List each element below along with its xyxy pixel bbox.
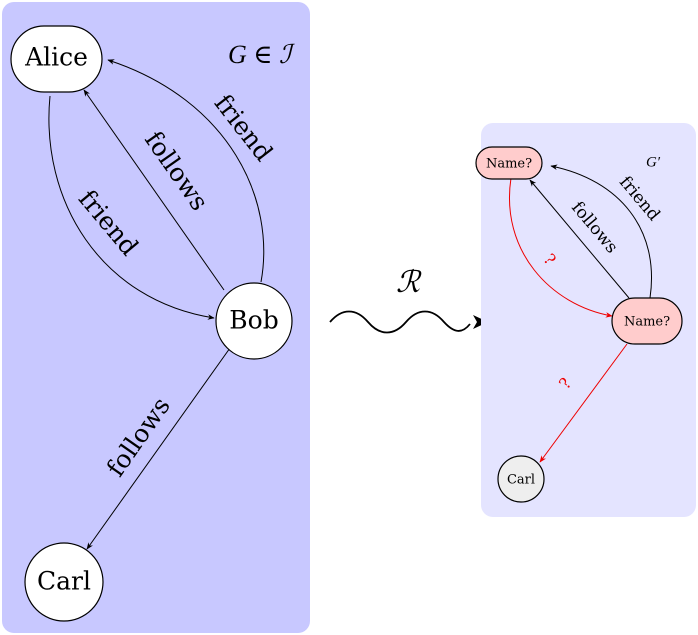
node-carl-small: Carl [497, 455, 545, 503]
transform-arrow [329, 310, 471, 334]
node-alice: Alice [10, 25, 103, 93]
node-carl-small-label: Carl [507, 473, 535, 488]
node-bob-label: Bob [229, 306, 278, 335]
node-carl: Carl [24, 542, 104, 622]
node-carl-label: Carl [37, 567, 91, 596]
edge-right-friend [550, 164, 652, 299]
left-graph-label-symbol: ℐ [279, 40, 295, 69]
node-name-unknown-right: Name? [611, 297, 683, 345]
edge-bob-alice-follows [83, 89, 225, 291]
left-graph-panel [2, 2, 310, 633]
edge-right-unknown-2 [539, 343, 628, 463]
edge-right-unknown-1 [509, 177, 613, 318]
edge-bob-alice-friend [107, 59, 265, 283]
node-bob: Bob [215, 282, 293, 360]
transform-arrow-head [473, 315, 488, 329]
left-graph-label: G ∈ ℐ [228, 40, 295, 69]
node-alice-label: Alice [24, 43, 88, 72]
node-name-unknown-right-label: Name? [624, 315, 670, 330]
node-name-unknown-top: Name? [475, 146, 543, 180]
left-graph-label-text: G ∈ [228, 40, 279, 69]
edge-right-follows [529, 179, 630, 299]
transform-label: ℛ [396, 266, 422, 299]
node-name-unknown-top-label: Name? [486, 157, 532, 172]
edge-bob-carl-follows [86, 347, 231, 550]
edge-alice-bob-friend [48, 95, 215, 320]
right-graph-panel [481, 123, 696, 517]
right-graph-label: G′ [646, 154, 661, 170]
